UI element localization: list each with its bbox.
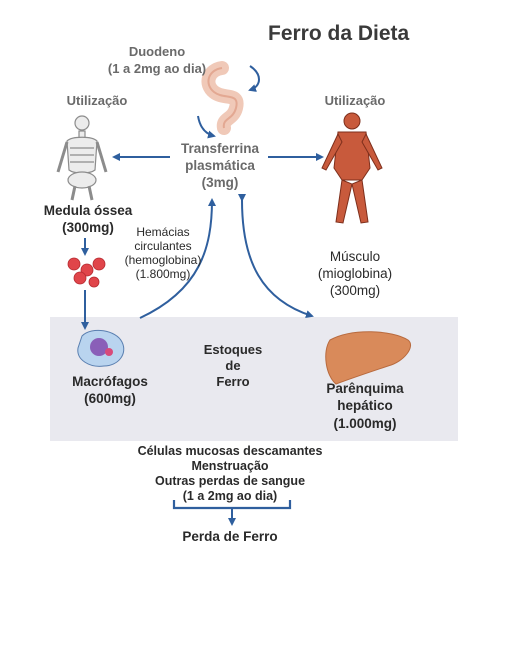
red-cells-label-line2: circulantes [134, 239, 192, 253]
duodenum-label: Duodeno [128, 44, 186, 59]
arrow-duodenum-loop [248, 65, 260, 92]
iron-loss-label: Perda de Ferro [182, 529, 278, 544]
iron-stores-label-line2: de [225, 358, 241, 373]
muscle-label: Músculo [329, 249, 381, 264]
diagram-title: Ferro da Dieta [268, 22, 410, 45]
duodenum-illustration [201, 61, 244, 135]
iron-stores-label-line1: Estoques [203, 342, 263, 357]
arrow-macrophage-to-transferrin [139, 198, 216, 319]
duodenum-amount: (1 a 2mg ao dia) [107, 61, 207, 76]
bone-marrow-amount: (300mg) [62, 220, 114, 235]
transferrin-amount: (3mg) [201, 175, 239, 190]
transferrin-label-line2: plasmática [185, 158, 255, 173]
liver-illustration [325, 331, 411, 385]
iron-stores-label-line3: Ferro [216, 374, 250, 389]
macrophages-amount: (600mg) [84, 391, 136, 406]
liver-parenchyma-amount: (1.000mg) [333, 416, 397, 431]
loss-item-other-blood: Outras perdas de sangue [154, 474, 306, 488]
liver-parenchyma-label-line2: hepático [337, 398, 393, 413]
macrophage-illustration [77, 329, 125, 367]
transferrin-label-line1: Transferrina [180, 141, 260, 156]
muscle-amount: (300mg) [329, 283, 381, 298]
utilization-left-label: Utilização [66, 93, 128, 108]
muscle-label-line2: (mioglobina) [317, 266, 393, 281]
red-cells-label-line3: (hemoglobina) [124, 253, 202, 267]
arrow-duodenum-to-transferrin [197, 115, 216, 139]
muscle-man-illustration [321, 112, 383, 224]
red-blood-cells-illustration [67, 257, 106, 288]
loss-item-menstruation: Menstruação [191, 459, 269, 473]
arrow-liver-transferrin [237, 193, 314, 318]
red-cells-amount: (1.800mg) [135, 267, 191, 281]
utilization-right-label: Utilização [324, 93, 386, 108]
loss-amount: (1 a 2mg ao dia) [182, 489, 278, 503]
macrophages-label: Macrófagos [72, 374, 148, 389]
bone-marrow-label: Medula óssea [43, 203, 133, 218]
red-cells-label-line1: Hemácias [136, 225, 190, 239]
skeleton-illustration [56, 115, 108, 201]
loss-item-mucosal-cells: Células mucosas descamantes [137, 444, 323, 458]
diagram-arrows [81, 65, 324, 526]
liver-parenchyma-label: Parênquima [326, 381, 404, 396]
